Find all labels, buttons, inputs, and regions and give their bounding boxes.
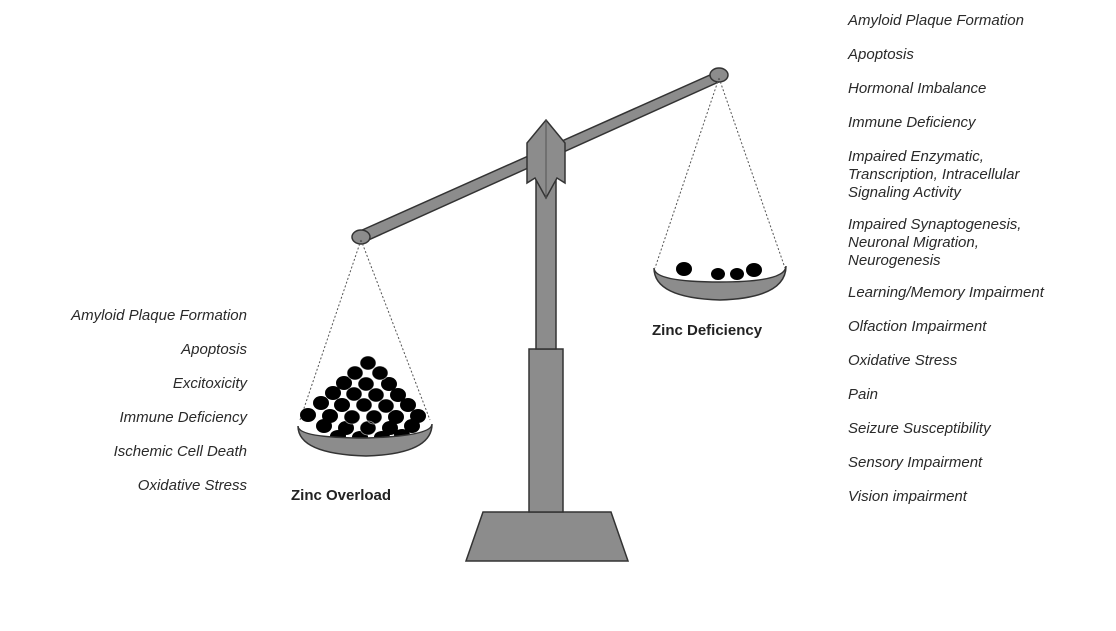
deficiency-effect: Oxidative Stress: [848, 352, 1044, 370]
left-beam-knob: [352, 230, 370, 244]
deficiency-effect: Amyloid Plaque Formation: [848, 12, 1044, 30]
overload-effect: Oxidative Stress: [71, 477, 247, 495]
zinc-deficiency-label: Zinc Deficiency: [652, 322, 762, 339]
deficiency-effect: Seizure Susceptibility: [848, 420, 1044, 438]
left-pan-strings: [300, 240, 430, 420]
deficiency-effect: Hormonal Imbalance: [848, 80, 1044, 98]
overload-effect: Apoptosis: [71, 341, 247, 359]
zinc-ball-pile-deficiency: [676, 262, 762, 280]
zinc-overload-label: Zinc Overload: [291, 487, 391, 504]
deficiency-effect: Impaired Enzymatic, Transcription, Intra…: [848, 148, 1044, 202]
overload-effect: Ischemic Cell Death: [71, 443, 247, 461]
scale-post-lower: [529, 349, 563, 512]
overload-effect: Amyloid Plaque Formation: [71, 307, 247, 325]
overload-effect: Immune Deficiency: [71, 409, 247, 427]
right-beam-knob: [710, 68, 728, 82]
deficiency-effect: Learning/Memory Impairment: [848, 284, 1044, 302]
deficiency-effect: Olfaction Impairment: [848, 318, 1044, 336]
deficiency-effect: Pain: [848, 386, 1044, 404]
zinc-overload-effects-list: Amyloid Plaque Formation Apoptosis Excit…: [71, 307, 247, 511]
right-pan-strings: [655, 78, 785, 268]
deficiency-effect: Vision impairment: [848, 488, 1044, 506]
deficiency-effect: Immune Deficiency: [848, 114, 1044, 132]
zinc-deficiency-effects-list: Amyloid Plaque Formation Apoptosis Hormo…: [848, 12, 1044, 522]
deficiency-effect: Apoptosis: [848, 46, 1044, 64]
deficiency-effect: Impaired Synaptogenesis, Neuronal Migrat…: [848, 216, 1044, 270]
zinc-ball-pile-overload: [300, 356, 426, 443]
deficiency-effect: Sensory Impairment: [848, 454, 1044, 472]
overload-effect: Excitoxicity: [71, 375, 247, 393]
scale-base: [466, 512, 628, 561]
